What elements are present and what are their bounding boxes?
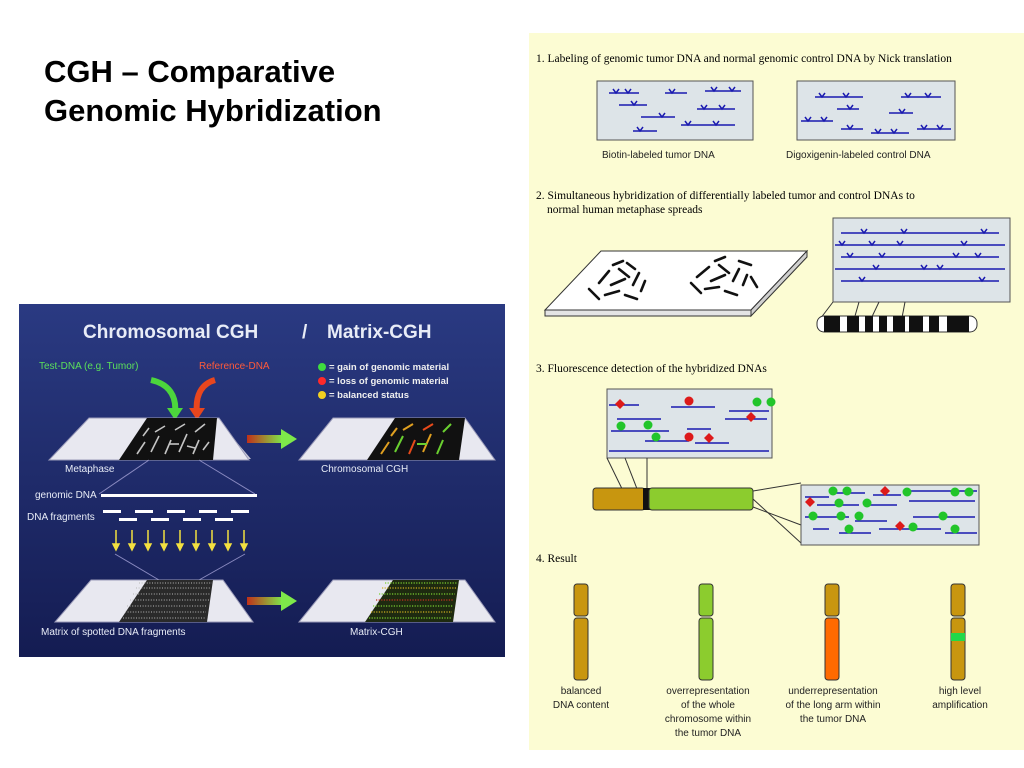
- result-balanced-line2: DNA content: [553, 700, 609, 711]
- arrow-head-icon: [281, 429, 297, 449]
- reference-dna-arrow-head-icon: [189, 408, 205, 420]
- result-chromosome-overrepresentation: [698, 583, 714, 681]
- tumor-dna-box: [596, 80, 754, 141]
- legend-gain-label: = gain of genomic material: [329, 362, 449, 373]
- cgh-procedure-figure: 1. Labeling of genomic tumor DNA and nor…: [529, 33, 1024, 750]
- result-over-line1: overrepresentation: [666, 686, 749, 697]
- chromosomal-vs-matrix-cgh-figure: Chromosomal CGH / Matrix-CGH Test-DNA (e…: [19, 304, 505, 657]
- slide-title-line2: Genomic Hybridization: [44, 93, 382, 128]
- legend-gain-dot-icon: [318, 363, 326, 371]
- result-chromosome-amplification: [950, 583, 966, 681]
- connector-matrix-left: [114, 553, 160, 581]
- arrow-head-2-icon: [281, 591, 297, 611]
- test-dna-label: Test-DNA (e.g. Tumor): [39, 361, 138, 372]
- matrix-cgh-slide: [297, 579, 496, 623]
- result-over-line2: of the whole: [681, 700, 735, 711]
- spotting-arrows: [111, 530, 249, 552]
- legend-balanced-dot-icon: [318, 391, 326, 399]
- chromosomal-cgh-label: Chromosomal CGH: [321, 464, 408, 475]
- result-under-line1: underrepresentation: [788, 686, 878, 697]
- arrow-to-chromosomal-cgh: [247, 435, 283, 443]
- result-over-line3: chromosome within: [665, 714, 751, 725]
- result-chromosome-balanced: [573, 583, 589, 681]
- lp-title-sep: /: [302, 322, 308, 343]
- result-label-amplification: high level amplification: [932, 686, 988, 711]
- step2-heading-line2: normal human metaphase spreads: [547, 204, 703, 216]
- slide-title: CGH – Comparative Genomic Hybridization: [44, 52, 464, 130]
- result-label-underrepresentation: underrepresentation of the long arm with…: [785, 686, 880, 725]
- result-chromosome-underrepresentation: [824, 583, 840, 681]
- control-dna-box: [796, 80, 956, 141]
- test-dna-arrow-head-icon: [167, 408, 183, 420]
- metaphase-slide: [47, 417, 251, 461]
- result-amp-line1: high level: [939, 686, 981, 697]
- right-figure-svg: 1. Labeling of genomic tumor DNA and nor…: [536, 53, 1011, 739]
- connector-left: [98, 459, 150, 495]
- dna-fragment-bars: [103, 510, 249, 521]
- caption-tumor-dna: Biotin-labeled tumor DNA: [602, 150, 715, 161]
- fluorescent-chromosome: [592, 487, 754, 511]
- metaphase-label: Metaphase: [65, 464, 115, 475]
- step1-heading: 1. Labeling of genomic tumor DNA and nor…: [536, 53, 952, 65]
- step3-heading: 3. Fluorescence detection of the hybridi…: [536, 363, 767, 375]
- step4-heading: 4. Result: [536, 553, 578, 565]
- fluorescence-zoom-box-top: [606, 388, 776, 500]
- genomic-dna-label: genomic DNA: [35, 490, 97, 501]
- dna-fragments-label: DNA fragments: [27, 512, 95, 523]
- caption-control-dna: Digoxigenin-labeled control DNA: [786, 150, 931, 161]
- result-balanced-line1: balanced: [561, 686, 602, 697]
- matrix-cgh-label: Matrix-CGH: [350, 627, 403, 638]
- genomic-dna-bar: [101, 494, 257, 497]
- connector-matrix-right: [198, 553, 246, 581]
- banded-chromosome: [816, 315, 978, 333]
- connector-right: [198, 459, 256, 495]
- legend-balanced-label: = balanced status: [329, 390, 409, 401]
- chromosomal-cgh-slide: [297, 417, 496, 461]
- fluorescent-signals: [615, 396, 776, 443]
- metaphase-spread-slide: [543, 249, 809, 318]
- slide-title-line1: CGH – Comparative: [44, 54, 336, 89]
- result-amp-line2: amplification: [932, 700, 988, 711]
- matrix-slide: [53, 579, 254, 623]
- legend-loss-label: = loss of genomic material: [329, 376, 449, 387]
- result-label-balanced: balanced DNA content: [553, 686, 609, 711]
- reference-dna-label: Reference-DNA: [199, 361, 270, 372]
- result-over-line4: the tumor DNA: [675, 728, 741, 739]
- fluorescent-signals-bottom: [805, 486, 974, 534]
- result-label-overrepresentation: overrepresentation of the whole chromoso…: [665, 686, 751, 739]
- step2-heading-line1: 2. Simultaneous hybridization of differe…: [536, 190, 915, 202]
- matrix-label: Matrix of spotted DNA fragments: [41, 627, 186, 638]
- left-figure-svg: Chromosomal CGH / Matrix-CGH Test-DNA (e…: [19, 304, 505, 657]
- hybridization-zoom-box: [816, 217, 1011, 324]
- result-under-line3: the tumor DNA: [800, 714, 866, 725]
- arrow-to-matrix-cgh: [247, 597, 283, 605]
- lp-title-right: Matrix-CGH: [327, 322, 432, 343]
- fluorescence-zoom-box-bottom: [752, 482, 980, 546]
- legend-loss-dot-icon: [318, 377, 326, 385]
- lp-title-left: Chromosomal CGH: [83, 322, 258, 343]
- result-under-line2: of the long arm within: [785, 700, 880, 711]
